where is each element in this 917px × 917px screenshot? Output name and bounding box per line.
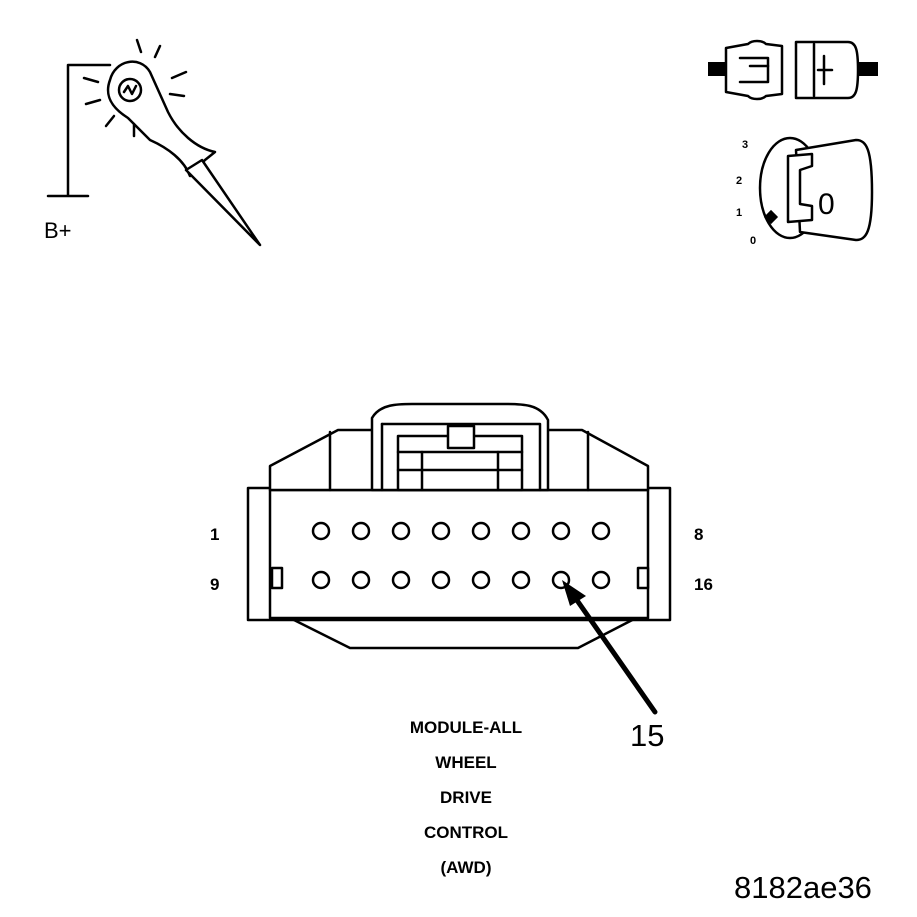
caption-line-1: MODULE-ALL — [410, 718, 522, 737]
pin-label-16: 16 — [694, 575, 713, 594]
caption-line-5: (AWD) — [441, 858, 492, 877]
pin-cavity-9 — [311, 570, 331, 590]
pin-label-9: 9 — [210, 575, 219, 594]
pin-cavity-7 — [551, 521, 571, 541]
connector-disconnect-icon — [708, 39, 878, 101]
caption-line-3: DRIVE — [440, 788, 492, 807]
pin-cavity-16 — [591, 570, 611, 590]
pin-cavity-10 — [351, 570, 371, 590]
ignition-position-2: 2 — [736, 175, 742, 187]
pin-label-1: 1 — [210, 525, 219, 544]
pin-cavity-14 — [511, 570, 531, 590]
pin-cavity-2 — [351, 521, 371, 541]
pin-cavity-4 — [431, 521, 451, 541]
ignition-key-icon — [758, 136, 874, 242]
ignition-position-3: 3 — [742, 139, 748, 151]
pin-cavity-6 — [511, 521, 531, 541]
pin-cavity-3 — [391, 521, 411, 541]
pin-cavity-13 — [471, 570, 491, 590]
pin-cavities — [311, 521, 611, 590]
caption-line-4: CONTROL — [424, 823, 508, 842]
callout-pin-label: 15 — [630, 718, 664, 753]
test-light-icon — [46, 38, 262, 247]
caption-line-2: WHEEL — [435, 753, 496, 772]
pin-cavity-1 — [311, 521, 331, 541]
callout-arrow — [562, 580, 658, 715]
pin-label-8: 8 — [694, 525, 703, 544]
ignition-position-0: 0 — [750, 235, 756, 247]
pin-cavity-12 — [431, 570, 451, 590]
pin-cavity-11 — [391, 570, 411, 590]
connector-body — [246, 402, 672, 650]
figure-id: 8182ae36 — [734, 870, 872, 905]
b-plus-label: B+ — [44, 218, 72, 243]
ignition-position-1: 1 — [736, 207, 742, 219]
pin-cavity-8 — [591, 521, 611, 541]
pin-cavity-5 — [471, 521, 491, 541]
ignition-key-label: 0 — [818, 188, 835, 221]
